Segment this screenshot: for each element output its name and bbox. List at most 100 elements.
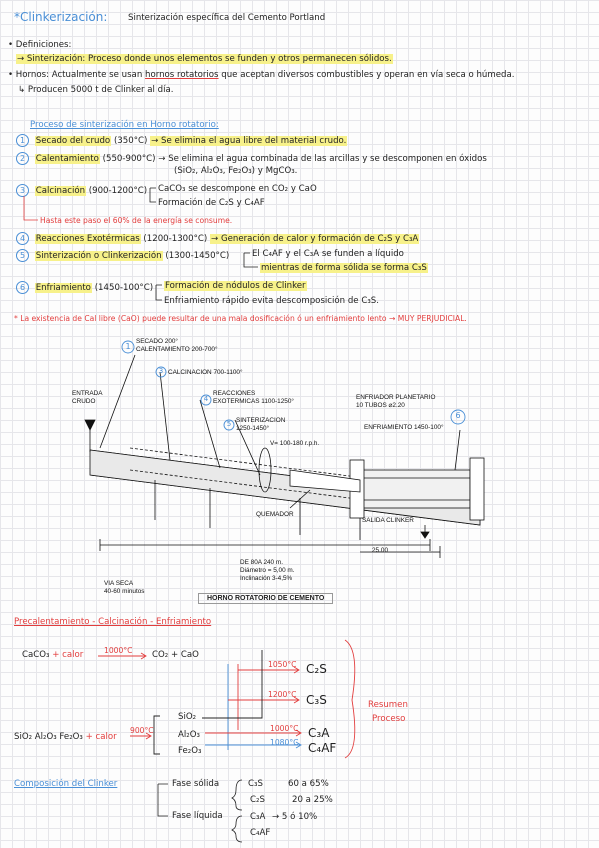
fig-circle-5: 5 (226, 420, 232, 428)
step-2-temp: (550-900°C) (102, 154, 156, 164)
hornos-key: hornos rotatorios (145, 70, 219, 80)
main-subtitle: Sinterización específica del Cemento Por… (128, 13, 326, 23)
step-1-number: 1 (16, 134, 29, 147)
flow-temp-1200: 1200°C (268, 690, 297, 699)
fig-circle-1: 1 (125, 342, 131, 351)
fig-label-calcinacion: CALCINACION 700-1100° (168, 369, 243, 376)
comp-c3s: C₃S (248, 779, 263, 789)
process-title: Proceso de sinterización en Horno rotato… (30, 120, 219, 130)
step-3: 3 Calcinación (900-1200°C) (16, 184, 147, 197)
step-1: 1 Secado del crudo (350°C) → Se elimina … (16, 134, 348, 147)
step-2-desc: → Se elimina el agua combinada de las ar… (158, 154, 487, 164)
step-5-temp: (1300-1450°C) (165, 251, 230, 261)
flow-oxides: SiO₂ Al₂O₃ Fe₂O₃ (14, 732, 83, 742)
process-brackets (23, 187, 258, 301)
step-6-name: Enfriamiento (34, 283, 92, 293)
main-title: *Clinkerización: (14, 10, 108, 24)
flow-c3s: C₃S (306, 693, 327, 707)
step-4-number: 4 (16, 232, 29, 245)
fig-label-quemador: QUEMADOR (256, 511, 294, 518)
step-1-name: Secado del crudo (34, 136, 112, 146)
flow-oxides-line: SiO₂ Al₂O₃ Fe₂O₃ + calor (14, 732, 117, 743)
step-3-number: 3 (16, 184, 29, 197)
fig-label-salida: SALIDA CLINKER (362, 517, 414, 524)
step-5-b: mientras de forma sólida se forma C₃S (260, 263, 428, 274)
step-4: 4 Reacciones Exotérmicas (1200-1300°C) →… (16, 232, 420, 245)
fig-label-crudo: CRUDO (72, 398, 96, 405)
fig-label-viaseca-b: 40-60 minutos (104, 588, 145, 595)
step-5-number: 5 (16, 249, 29, 262)
fig-label-dim3: Inclinación 3-4,5% (240, 575, 293, 582)
sinterizacion-definition: → Sinterización: Proceso donde unos elem… (16, 54, 393, 65)
step-5-b-text: mientras de forma sólida se forma C₃S (260, 263, 428, 273)
fig-label-sinterizacion-b: 1250-1450° (236, 425, 270, 432)
flow-temp-1000: 1000°C (104, 646, 133, 655)
step-2-name: Calentamiento (34, 154, 100, 164)
comp-c3a: C₃A (250, 812, 266, 822)
flow-c3a: C₃A (308, 726, 330, 740)
step-6-a: Formación de nódulos de Clinker (164, 281, 307, 292)
fig-label-velocidad: V= 100-180 r.p.h. (270, 440, 320, 447)
fig-label-secado: SECADO 200° (136, 338, 178, 345)
fig-label-sinterizacion-a: SINTERIZACION (236, 417, 286, 424)
hornos-label: • Hornos: (8, 70, 49, 80)
fig-label-entrada: ENTRADA (72, 390, 103, 397)
flow-al2o3: Al₂O₃ (178, 730, 200, 740)
step-4-temp: (1200-1300°C) (143, 234, 208, 244)
step-3-note: Hasta este paso el 60% de la energía se … (40, 216, 233, 225)
fig-caption: HORNO ROTATORIO DE CEMENTO (198, 593, 334, 604)
flow-calor-2: + calor (85, 732, 117, 742)
fig-label-dim2: Diámetro = 5,00 m. (240, 567, 295, 574)
fig-label-dim1: DE 80A 240 m. (240, 559, 283, 566)
step-6-b: Enfriamiento rápido evita descomposición… (164, 296, 379, 306)
step-3-a: CaCO₃ se descompone en CO₂ y CaO (158, 184, 317, 194)
fig-label-enfriador-b: 10 TUBOS ⌀2.20 (356, 402, 405, 409)
warning-note: * La existencia de Cal libre (CaO) puede… (14, 314, 467, 323)
fig-label-enfriamiento: ENFRIAMIENTO 1450-100° (364, 424, 444, 431)
fig-label-dim25: 25.00 (372, 547, 388, 554)
fig-circle-6: 6 (455, 411, 461, 420)
hornos-pre: Actualmente se usan (51, 70, 143, 80)
hornos-produce: ↳ Producen 5000 t de Clinker al día. (18, 85, 174, 95)
comp-c4af: C₄AF (250, 828, 271, 838)
flow-lines (98, 639, 356, 759)
definiciones-label: • Definiciones: (8, 40, 72, 50)
fig-label-reacciones-b: EXOTERMICAS 1100-1250° (213, 398, 294, 405)
comp-title: Composición del Clinker (14, 779, 118, 789)
step-6-number: 6 (16, 281, 29, 294)
flow-temp-1000b: 1000°C (270, 724, 299, 733)
flow-fe2o3: Fe₂O₃ (178, 746, 202, 756)
flow-c2s: C₂S (306, 662, 327, 676)
kiln-diagram (84, 340, 485, 558)
comp-liquid-pct: → 5 ó 10% (272, 812, 318, 822)
fig-circle-3: 3 (158, 367, 164, 375)
fig-circle-4: 4 (203, 395, 209, 403)
comp-c2s: C₂S (250, 795, 265, 805)
flow-resumen-b: Proceso (372, 714, 406, 724)
fig-label-enfriador-a: ENFRIADOR PLANETARIO (356, 394, 436, 401)
step-6: 6 Enfriamiento (1450-100°C) (16, 281, 153, 294)
comp-fase-solida: Fase sólida (172, 779, 220, 789)
step-5: 5 Sinterización o Clinkerización (1300-1… (16, 249, 229, 262)
flow-temp-900: 900°C (130, 726, 154, 735)
flow-title: Precalentamiento - Calcinación - Enfriam… (14, 617, 212, 627)
step-3-temp: (900-1200°C) (88, 186, 148, 196)
step-5-name: Sinterización o Clinkerización (34, 251, 163, 261)
step-1-desc: → Se elimina el agua libre del material … (150, 136, 348, 146)
comp-brackets (157, 779, 243, 843)
flow-temp-1080: 1080°C (270, 738, 299, 747)
step-4-name: Reacciones Exotérmicas (34, 234, 141, 244)
comp-c3s-pct: 60 a 65% (288, 779, 329, 789)
flow-sio2: SiO₂ (178, 712, 197, 722)
flow-resumen-a: Resumen (368, 700, 408, 710)
fig-label-viaseca-a: VIA SECA (104, 580, 134, 587)
flow-calor-1: + calor (52, 650, 84, 660)
flow-caco3-label: CaCO₃ (22, 650, 50, 660)
step-6-temp: (1450-100°C) (94, 283, 154, 293)
hornos-post: que aceptan diversos combustibles y oper… (221, 70, 515, 80)
flow-products: CO₂ + CaO (152, 650, 199, 660)
flow-caco3: CaCO₃ + calor (22, 650, 83, 661)
step-6-a-text: Formación de nódulos de Clinker (164, 281, 307, 291)
step-4-desc: → Generación de calor y formación de C₂S… (210, 234, 420, 244)
fig-label-reacciones-a: REACCIONES (213, 390, 256, 397)
